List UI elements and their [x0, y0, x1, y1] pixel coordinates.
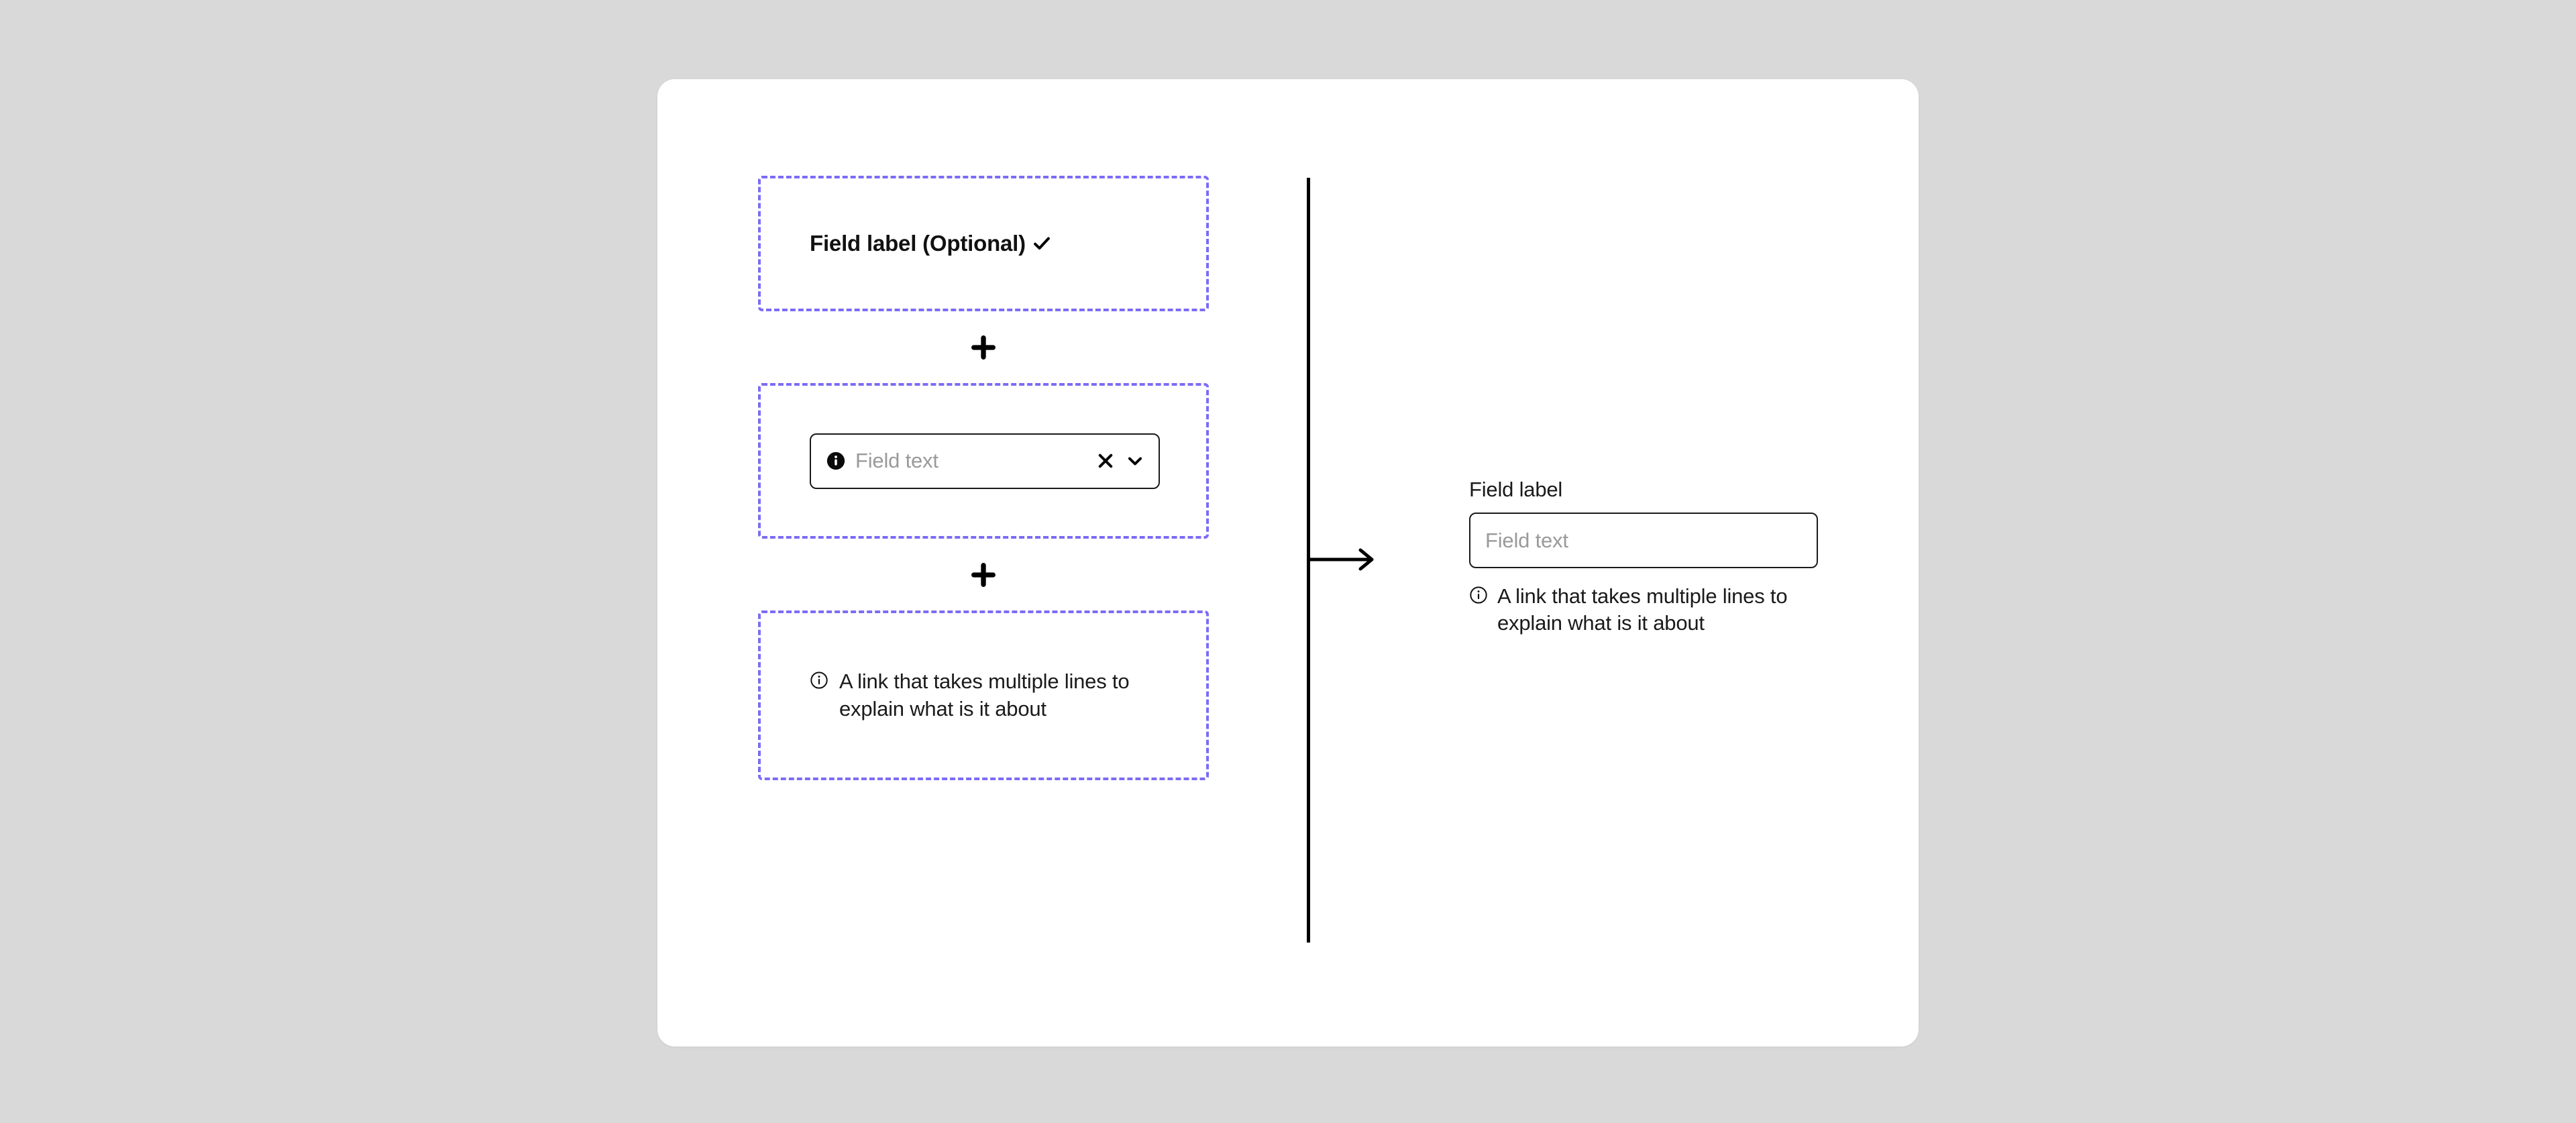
field-input-sample[interactable]: Field text [810, 433, 1160, 489]
result-field-input[interactable]: Field text [1469, 513, 1818, 568]
component-anatomy-column: Field label (Optional) [758, 176, 1209, 780]
arrow-right-icon [1308, 545, 1381, 574]
anatomy-block-helper[interactable]: A link that takes multiple lines to expl… [758, 610, 1209, 780]
result-field-placeholder: Field text [1485, 528, 1568, 552]
field-input-placeholder: Field text [855, 449, 938, 472]
plus-icon [969, 333, 998, 362]
plus-icon [969, 560, 998, 590]
anatomy-gap-1 [758, 311, 1209, 383]
field-label-group: Field label (Optional) [761, 231, 1051, 256]
result-helper-text[interactable]: A link that takes multiple lines to expl… [1497, 584, 1788, 635]
assembled-component: Field label Field text A link that takes… [1469, 478, 1818, 637]
anatomy-block-input[interactable]: Field text [758, 383, 1209, 539]
check-icon [1032, 234, 1051, 253]
info-outline-icon [810, 668, 828, 690]
chevron-down-icon[interactable] [1125, 451, 1145, 471]
field-label-text: Field label (Optional) [810, 231, 1026, 256]
info-outline-icon [1469, 583, 1488, 604]
anatomy-block-label[interactable]: Field label (Optional) [758, 176, 1209, 311]
result-field-label: Field label [1469, 478, 1563, 501]
helper-text[interactable]: A link that takes multiple lines to expl… [839, 670, 1130, 720]
info-filled-icon [826, 451, 846, 471]
helper-text-group: A link that takes multiple lines to expl… [761, 668, 1195, 723]
result-helper-group: A link that takes multiple lines to expl… [1469, 583, 1818, 637]
anatomy-gap-2 [758, 539, 1209, 610]
field-input-trailing-icons [1095, 451, 1145, 471]
close-icon[interactable] [1095, 451, 1116, 471]
